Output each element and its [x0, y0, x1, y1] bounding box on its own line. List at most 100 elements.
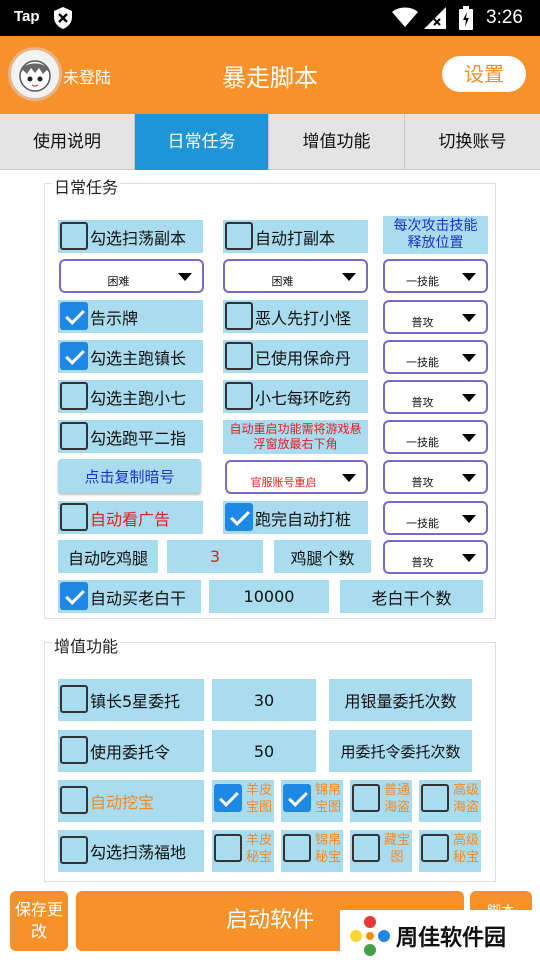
dropdown-arrow-icon — [462, 554, 476, 562]
clock: 3:26 — [486, 7, 523, 28]
skill-select-3[interactable]: 一技能 — [383, 420, 488, 454]
senior-secret-checkbox[interactable]: 高级秘宝 — [419, 830, 481, 872]
daily-tasks-title: 日常任务 — [52, 174, 121, 198]
checkbox-icon — [60, 422, 88, 450]
attack-select-1[interactable]: 普攻 — [383, 300, 488, 334]
daily-tasks-panel — [44, 183, 496, 619]
tab-instructions[interactable]: 使用说明 — [0, 114, 135, 170]
app-title: 暴走脚本 — [222, 64, 318, 92]
auto-ads-checkbox[interactable]: 自动看广告 — [58, 501, 203, 534]
sweep-dungeon-checkbox[interactable]: 勾选扫荡副本 — [58, 220, 203, 253]
villain-first-checkbox[interactable]: 恶人先打小怪 — [223, 300, 368, 333]
skill-select-2[interactable]: 一技能 — [383, 340, 488, 374]
checkbox-icon — [60, 736, 88, 764]
tab-switch-account[interactable]: 切换账号 — [438, 132, 507, 152]
tab-bar: 使用说明 日常任务 增值功能 切换账号 — [0, 114, 540, 170]
main-run-chief-checkbox[interactable]: 勾选主跑镇长 — [58, 340, 203, 373]
checkbox-icon — [352, 834, 380, 862]
token-count-label: 用委托令委托次数 — [329, 730, 472, 772]
dropdown-arrow-icon — [462, 314, 476, 322]
auto-restart-note: 自动重启功能需将游戏悬浮窗放最右下角 — [223, 420, 368, 454]
dropdown-arrow-icon — [178, 273, 192, 281]
checkbox-icon — [60, 222, 88, 250]
silk-map-checkbox[interactable]: 锦帛宝图 — [281, 780, 343, 822]
wifi-icon — [392, 7, 418, 31]
chicken-count-input[interactable]: 3 — [167, 540, 263, 573]
attack-select-3[interactable]: 普攻 — [383, 460, 488, 494]
copy-code-button[interactable]: 点击复制暗号 — [58, 459, 201, 493]
silver-count-input[interactable]: 30 — [212, 679, 316, 721]
checkbox-icon — [60, 786, 88, 814]
checkbox-icon — [225, 382, 253, 410]
checkbox-checked-icon — [214, 784, 242, 812]
dropdown-arrow-icon — [462, 273, 476, 281]
checkbox-checked-icon — [225, 503, 253, 531]
auto-dungeon-checkbox[interactable]: 自动打副本 — [223, 220, 368, 253]
silk-secret-checkbox[interactable]: 锦帛秘宝 — [281, 830, 343, 872]
checkbox-icon — [60, 503, 88, 531]
sheepskin-secret-checkbox[interactable]: 羊皮秘宝 — [212, 830, 274, 872]
signal-icon — [424, 7, 446, 33]
auto-eat-label: 自动吃鸡腿 — [58, 540, 158, 573]
sweep-difficulty-select[interactable]: 困难 — [59, 259, 204, 293]
main-run-seven-checkbox[interactable]: 勾选主跑小七 — [58, 380, 203, 413]
silver-count-label: 用银量委托次数 — [329, 679, 472, 721]
dropdown-arrow-icon — [462, 394, 476, 402]
attack-select-2[interactable]: 普攻 — [383, 380, 488, 414]
biscuit-count-label: 老白干个数 — [340, 580, 483, 613]
avatar[interactable] — [8, 47, 62, 101]
chief-5star-checkbox[interactable]: 镇长5星委托 — [58, 679, 204, 721]
normal-pirate-checkbox[interactable]: 普通海盗 — [350, 780, 412, 822]
tab-daily-tasks[interactable]: 日常任务 — [135, 114, 269, 170]
restart-mode-select[interactable]: 官服账号重启 — [225, 460, 368, 494]
sheepskin-map-checkbox[interactable]: 羊皮宝图 — [212, 780, 274, 822]
checkbox-icon — [60, 382, 88, 410]
save-changes-button[interactable]: 保存更改 — [10, 891, 68, 951]
watermark: 周佳软件园 — [340, 910, 540, 960]
dropdown-arrow-icon — [342, 474, 356, 482]
hidden-map-checkbox[interactable]: 藏宝图 — [350, 830, 412, 872]
dropdown-arrow-icon — [462, 354, 476, 362]
checkbox-icon — [283, 834, 311, 862]
watermark-text: 周佳软件园 — [396, 926, 507, 951]
sweep-fortune-checkbox[interactable]: 勾选扫荡福地 — [58, 830, 204, 872]
settings-button[interactable]: 设置 — [442, 56, 526, 92]
checkbox-checked-icon — [60, 582, 88, 610]
watermark-logo-icon — [350, 916, 390, 956]
dropdown-arrow-icon — [342, 273, 356, 281]
checkbox-checked-icon — [283, 784, 311, 812]
biscuit-count-input[interactable]: 10000 — [209, 580, 329, 613]
seven-medicine-checkbox[interactable]: 小七每环吃药 — [223, 380, 368, 413]
senior-pirate-checkbox[interactable]: 高级海盗 — [419, 780, 481, 822]
dropdown-arrow-icon — [462, 474, 476, 482]
skill-select-4[interactable]: 一技能 — [383, 501, 488, 535]
auto-dig-checkbox[interactable]: 自动挖宝 — [58, 780, 204, 822]
auto-buy-biscuit-checkbox[interactable]: 自动买老白干 — [58, 580, 201, 613]
battery-icon — [458, 6, 474, 34]
auto-difficulty-select[interactable]: 困难 — [223, 259, 368, 293]
value-added-title: 增值功能 — [52, 633, 121, 657]
attack-select-4[interactable]: 普攻 — [383, 540, 488, 574]
status-bar: Tap 3:26 — [0, 0, 540, 36]
auto-stake-checkbox[interactable]: 跑完自动打桩 — [223, 501, 368, 534]
checkbox-checked-icon — [60, 342, 88, 370]
used-life-pill-checkbox[interactable]: 已使用保命丹 — [223, 340, 368, 373]
token-count-input[interactable]: 50 — [212, 730, 316, 772]
dropdown-arrow-icon — [462, 434, 476, 442]
shield-icon — [52, 6, 74, 34]
value-added-panel — [44, 642, 496, 882]
tab-value-added[interactable]: 增值功能 — [269, 114, 405, 170]
run-pinger-checkbox[interactable]: 勾选跑平二指 — [58, 420, 203, 453]
notice-board-checkbox[interactable]: 告示牌 — [58, 300, 203, 333]
skill-select-1[interactable]: 一技能 — [383, 259, 488, 293]
checkbox-icon — [421, 834, 449, 862]
use-token-checkbox[interactable]: 使用委托令 — [58, 730, 204, 772]
checkbox-checked-icon — [60, 302, 88, 330]
chicken-count-label: 鸡腿个数 — [274, 540, 371, 573]
checkbox-icon — [421, 784, 449, 812]
carrier-label: Tap — [14, 8, 40, 25]
dropdown-arrow-icon — [462, 515, 476, 523]
checkbox-icon — [225, 302, 253, 330]
login-status[interactable]: 未登陆 — [63, 68, 112, 87]
checkbox-icon — [352, 784, 380, 812]
